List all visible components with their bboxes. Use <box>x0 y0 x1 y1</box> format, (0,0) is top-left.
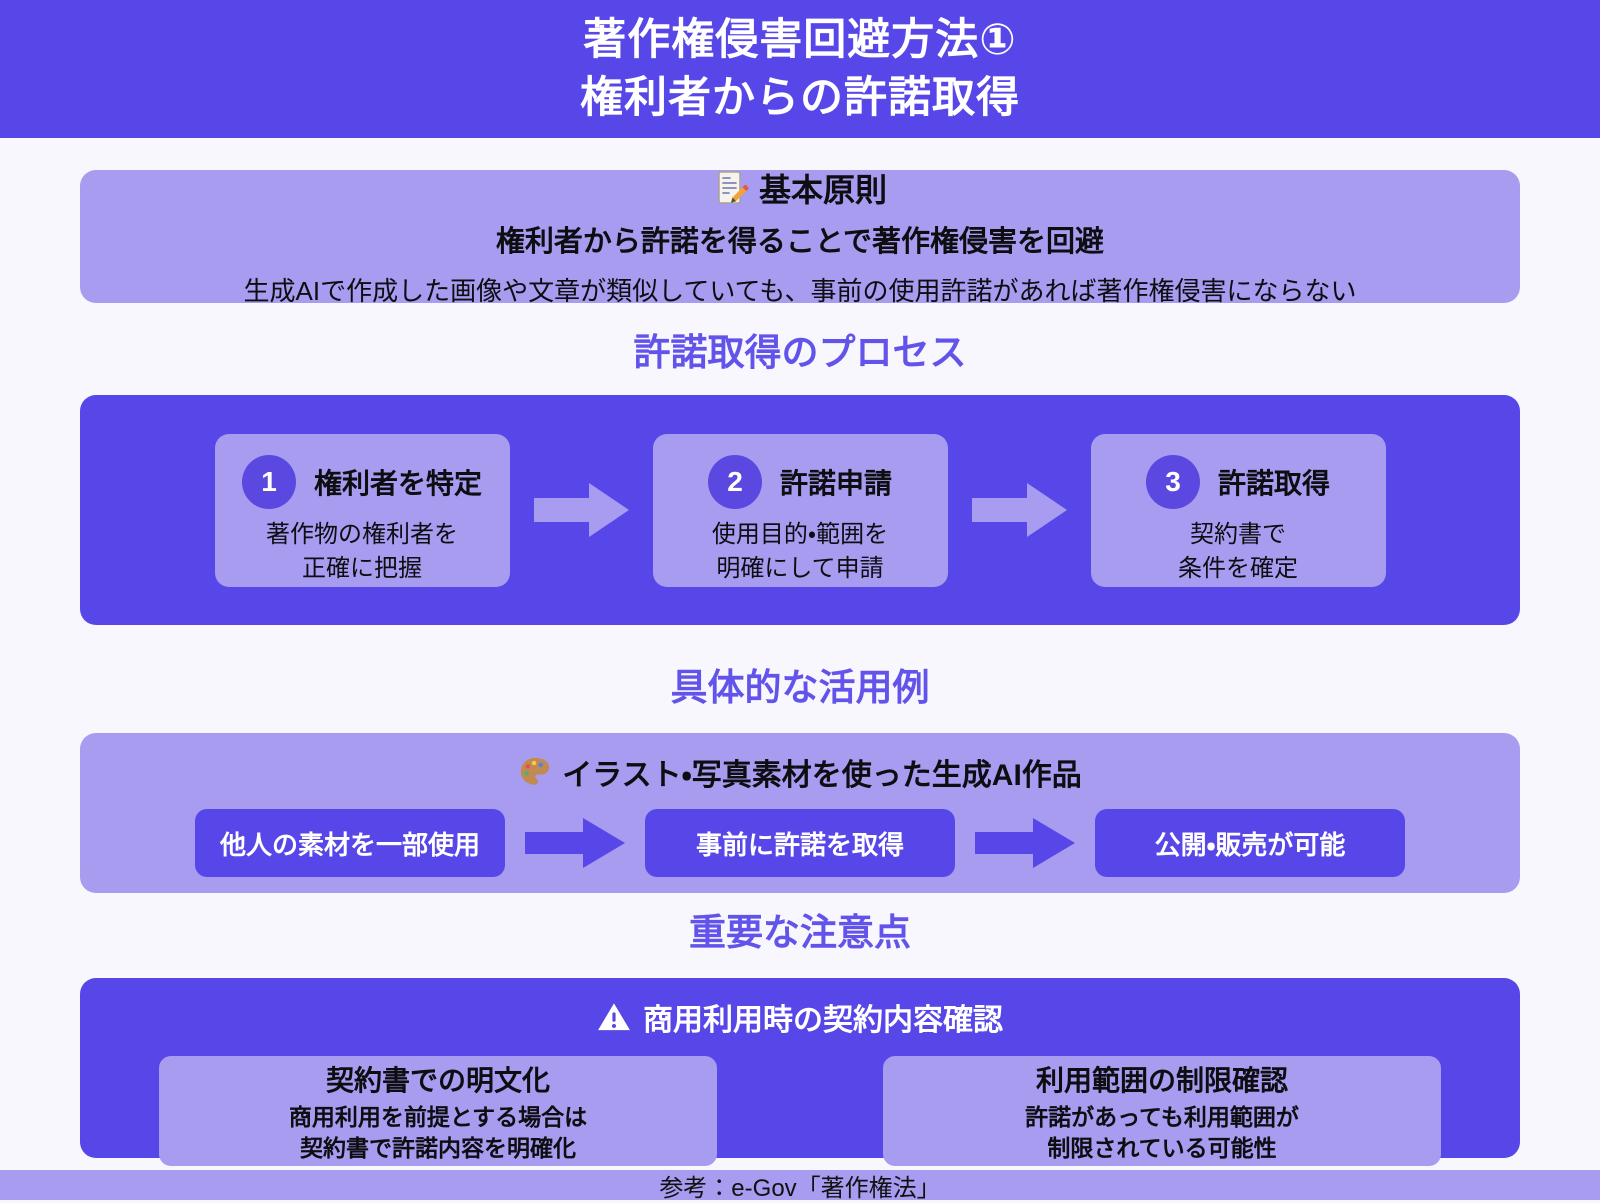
right-arrow-icon <box>971 480 1067 540</box>
caution-box-scope: 利用範囲の制限確認 許諾があっても利用範囲が 制限されている可能性 <box>883 1056 1441 1166</box>
step-2-header: 2 許諾申請 <box>707 454 892 509</box>
caution-1-line1: 商用利用を前提とする場合は <box>288 1103 588 1130</box>
cautions-title-row: 商用利用時の契約内容確認 <box>80 995 1520 1039</box>
examples-flow-row: 他人の素材を一部使用 事前に許諾を取得 公開・販売が可能 <box>80 809 1520 877</box>
section-heading-cautions: 重要な注意点 <box>689 912 911 953</box>
step-1-header: 1 権利者を特定 <box>241 454 482 509</box>
process-card: 1 権利者を特定 著作物の権利者を 正確に把握 2 許諾申請 使用目的・範囲を … <box>80 395 1520 625</box>
step-1-desc-line2: 正確に把握 <box>302 554 422 582</box>
step-1-description: 著作物の権利者を 正確に把握 <box>266 518 458 586</box>
step-3-desc-line1: 契約書で <box>1190 520 1286 548</box>
page-title-line1: 著作権侵害回避方法① <box>583 15 1017 64</box>
cautions-title: 商用利用時の契約内容確認 <box>643 1004 1003 1037</box>
memo-icon <box>713 170 749 206</box>
flow-box-publish-sell: 公開・販売が可能 <box>1095 809 1405 877</box>
principle-card: 基本原則 権利者から許諾を得ることで著作権侵害を回避 生成AIで作成した画像や文… <box>80 170 1520 306</box>
caution-1-title: 契約書での明文化 <box>325 1064 550 1096</box>
section-heading-process: 許諾取得のプロセス <box>633 332 967 373</box>
page-header: 著作権侵害回避方法① 権利者からの許諾取得 <box>0 0 1600 138</box>
step-1-title: 権利者を特定 <box>313 467 482 499</box>
principle-subtitle: 権利者から許諾を得ることで著作権侵害を回避 <box>495 226 1105 258</box>
right-arrow-icon <box>525 815 625 871</box>
step-3-number-badge: 3 <box>1145 454 1200 509</box>
caution-2-line1: 許諾があっても利用範囲が <box>1025 1103 1299 1130</box>
caution-2-line2: 制限されている可能性 <box>1047 1134 1277 1161</box>
flow-box-use-material: 他人の素材を一部使用 <box>195 809 505 877</box>
caution-1-line2: 契約書で許諾内容を明確化 <box>300 1134 576 1161</box>
step-2-number-badge: 2 <box>707 454 762 509</box>
principle-body: 生成AIで作成した画像や文章が類似していても、事前の使用許諾があれば著作権侵害に… <box>243 276 1357 306</box>
step-2-desc-line1: 使用目的・範囲を <box>711 520 889 548</box>
footer-reference-bar: 参考：e-Gov「著作権法」 <box>0 1170 1600 1202</box>
caution-box-contract: 契約書での明文化 商用利用を前提とする場合は 契約書で許諾内容を明確化 <box>159 1056 717 1166</box>
right-arrow-icon <box>975 815 1075 871</box>
page-title-line2: 権利者からの許諾取得 <box>580 74 1020 122</box>
warning-icon <box>597 1002 631 1032</box>
step-3-desc-line2: 条件を確定 <box>1178 554 1298 582</box>
step-3-title: 許諾取得 <box>1217 467 1330 499</box>
palette-icon <box>518 755 552 789</box>
principle-title-row: 基本原則 <box>713 165 887 211</box>
section-heading-examples: 具体的な活用例 <box>670 667 930 708</box>
step-1-desc-line1: 著作物の権利者を <box>266 520 458 548</box>
step-2-desc-line2: 明確にして申請 <box>716 554 884 582</box>
right-arrow-icon <box>533 480 629 540</box>
step-3-description: 契約書で 条件を確定 <box>1178 518 1298 586</box>
caution-2-title: 利用範囲の制限確認 <box>1035 1064 1288 1096</box>
process-step-1: 1 権利者を特定 著作物の権利者を 正確に把握 <box>214 433 510 587</box>
step-1-number-badge: 1 <box>241 454 296 509</box>
cautions-card: 商用利用時の契約内容確認 契約書での明文化 商用利用を前提とする場合は 契約書で… <box>80 978 1520 1166</box>
examples-card: イラスト・写真素材を使った生成AI作品 他人の素材を一部使用 事前に許諾を取得 … <box>80 733 1520 893</box>
footer-reference-text: 参考：e-Gov「著作権法」 <box>659 1174 941 1202</box>
process-step-2: 2 許諾申請 使用目的・範囲を 明確にして申請 <box>652 433 948 587</box>
principle-title: 基本原則 <box>758 172 887 208</box>
process-step-3: 3 許諾取得 契約書で 条件を確定 <box>1090 433 1386 587</box>
step-2-description: 使用目的・範囲を 明確にして申請 <box>712 518 888 586</box>
step-2-title: 許諾申請 <box>779 467 892 499</box>
examples-title: イラスト・写真素材を使った生成AI作品 <box>562 759 1082 792</box>
examples-title-row: イラスト・写真素材を使った生成AI作品 <box>80 750 1520 794</box>
flow-box-get-permission: 事前に許諾を取得 <box>645 809 955 877</box>
cautions-grid: 契約書での明文化 商用利用を前提とする場合は 契約書で許諾内容を明確化 利用範囲… <box>80 1056 1520 1166</box>
step-3-header: 3 許諾取得 <box>1145 454 1330 509</box>
